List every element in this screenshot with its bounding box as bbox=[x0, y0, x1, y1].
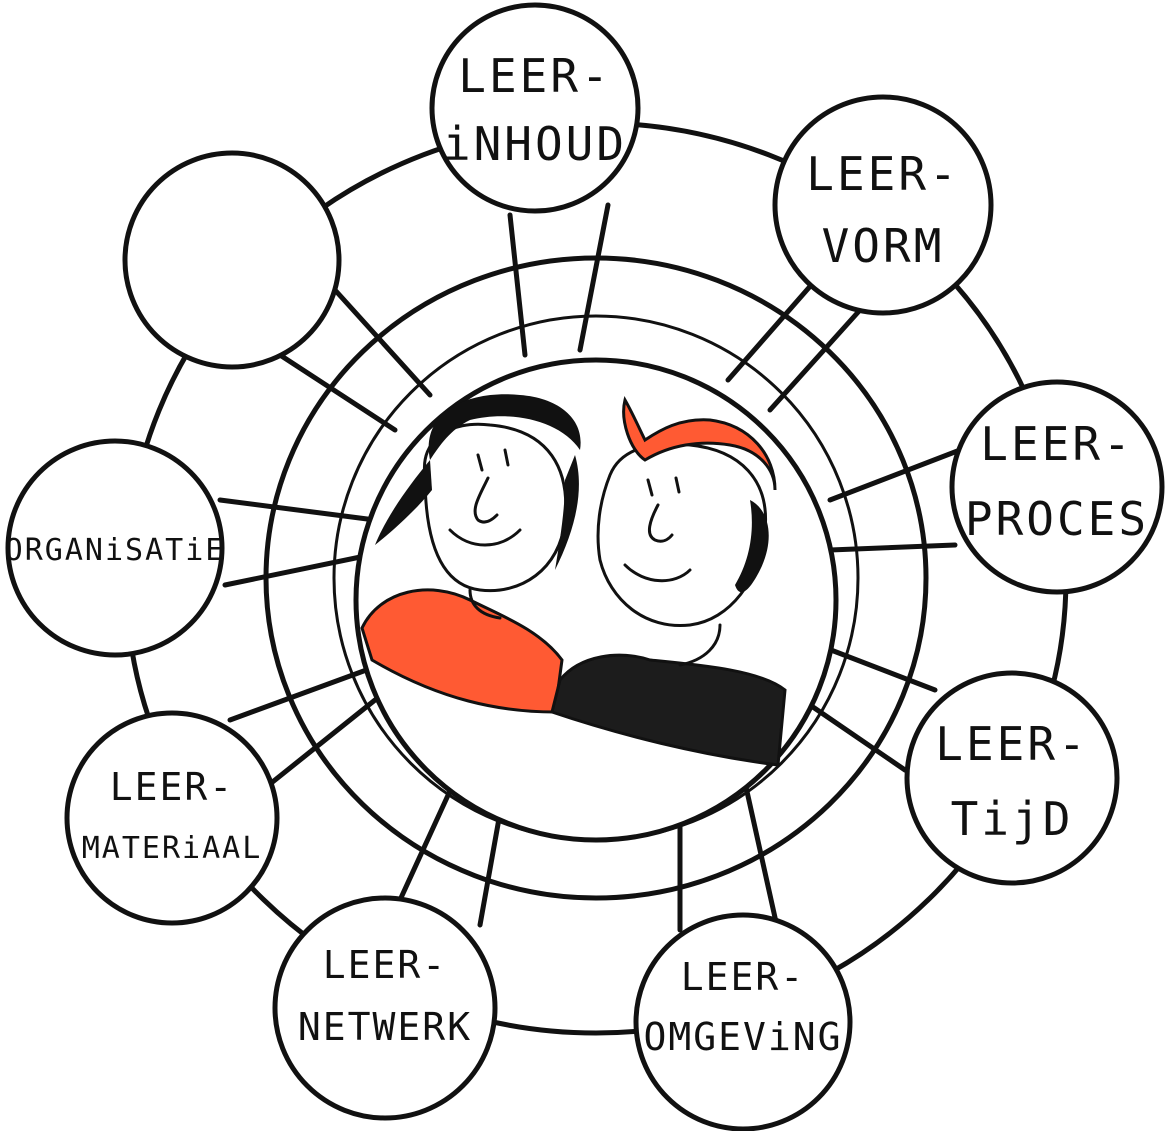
node-leerproces-line1: LEER- bbox=[980, 417, 1133, 471]
node-leermateriaal-line2: MATERiAAL bbox=[82, 831, 263, 866]
node-organisatie-line1: ORGANiSATiE bbox=[5, 533, 226, 568]
boy-shirt bbox=[550, 653, 787, 767]
node-leeromgeving-line1: LEER- bbox=[681, 955, 805, 999]
node-leervorm-line1: LEER- bbox=[806, 147, 959, 201]
node-empty bbox=[122, 150, 342, 370]
node-organisatie: ORGANiSATiE bbox=[5, 438, 226, 658]
node-leermateriaal-line1: LEER- bbox=[110, 765, 234, 809]
node-leerinhoud: LEER- iNHOUD bbox=[429, 2, 641, 214]
node-leervorm-line2: VORM bbox=[822, 219, 945, 273]
node-leeromgeving-line2: OMGEViNG bbox=[643, 1015, 842, 1059]
node-leertijd: LEER- TijD bbox=[904, 670, 1120, 886]
node-leerproces: LEER- PROCES bbox=[949, 379, 1165, 595]
node-leerinhoud-line2: iNHOUD bbox=[443, 117, 627, 171]
node-leerproces-line2: PROCES bbox=[965, 492, 1149, 546]
node-leertijd-line2: TijD bbox=[951, 792, 1074, 846]
center-portrait bbox=[353, 357, 839, 843]
node-leernetwerk-line1: LEER- bbox=[323, 943, 447, 987]
node-leertijd-line1: LEER- bbox=[935, 717, 1088, 771]
node-leervorm: LEER- VORM bbox=[772, 94, 994, 316]
node-leernetwerk: LEER- NETWERK bbox=[272, 895, 498, 1121]
node-leeromgeving: LEER- OMGEViNG bbox=[633, 912, 853, 1131]
boy-cap bbox=[622, 396, 777, 491]
node-leermateriaal: LEER- MATERiAAL bbox=[64, 710, 280, 926]
girl-shirt bbox=[360, 588, 564, 714]
node-leernetwerk-line2: NETWERK bbox=[298, 1005, 472, 1049]
node-leerinhoud-line1: LEER- bbox=[458, 49, 611, 103]
